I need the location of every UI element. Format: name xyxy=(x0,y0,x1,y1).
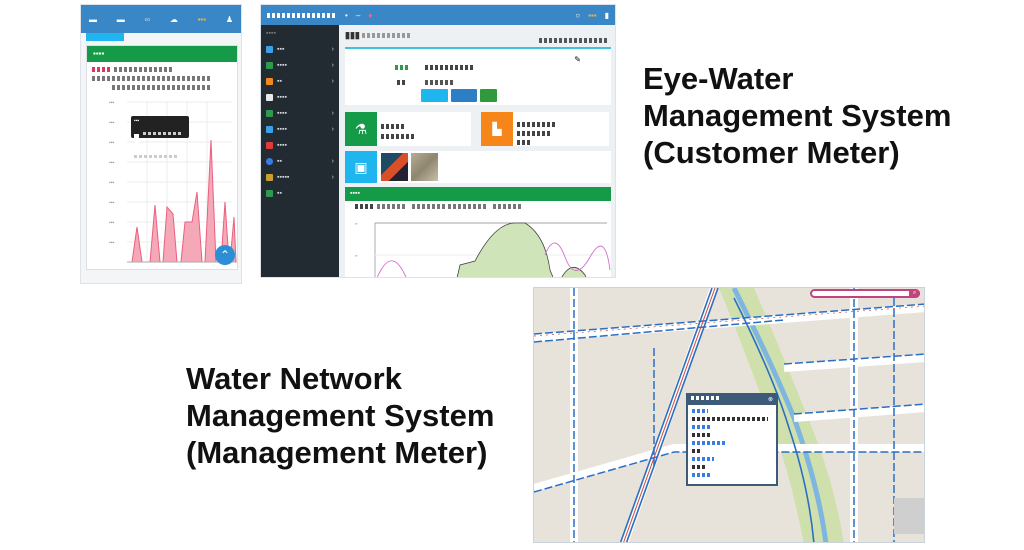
sidebar-item[interactable]: ▪▪▪▪ xyxy=(261,89,339,105)
map-search-input[interactable] xyxy=(810,289,920,298)
sidebar-item[interactable]: ▪▪▪▪› xyxy=(261,57,339,73)
stat-tile-flask[interactable]: ⚗ xyxy=(345,112,471,146)
tab-indicator[interactable] xyxy=(86,33,124,41)
sidebar-item[interactable]: ▪▪▪▪ xyxy=(261,137,339,153)
search-icon[interactable]: ○ xyxy=(575,10,581,20)
flask-icon: ⚗ xyxy=(345,112,377,146)
svg-text:▪▪▪: ▪▪▪ xyxy=(109,220,115,226)
pen-icon xyxy=(266,141,273,149)
scroll-top-button[interactable]: ⌃ xyxy=(215,245,235,265)
panel-title: ▪▪▪▪ xyxy=(345,187,611,201)
action-button-1[interactable] xyxy=(421,89,448,102)
chart-icon: ▙ xyxy=(481,112,513,146)
svg-text:▪▪▪: ▪▪▪ xyxy=(109,120,115,126)
image-icon: ▣ xyxy=(345,151,377,183)
link-icon[interactable]: ∞ xyxy=(144,14,151,24)
dashboard-main: ▮▮▮ ✎ ⚗ ▙ ▣ ▪▪▪▪ xyxy=(343,25,615,277)
network-meter-caption: Water Network Management System (Managem… xyxy=(186,360,494,471)
notify-icon[interactable]: ♦ xyxy=(368,10,373,20)
list-icon xyxy=(266,61,273,69)
mobile-header: ▬ ▬ ∞ ☁ ▪▪▪ ♟ xyxy=(81,5,241,33)
svg-text:▪▪▪: ▪▪▪ xyxy=(109,240,115,246)
sidebar-item[interactable]: ▪▪▪› xyxy=(261,41,339,57)
media-tile[interactable]: ▣ xyxy=(345,151,611,183)
mobile-app-screenshot: ▬ ▬ ∞ ☁ ▪▪▪ ♟ ▪▪▪▪ ▪▪▪▪▪▪▪▪▪▪▪▪ ▪▪▪▪▪▪▪▪… xyxy=(80,4,242,284)
sidebar-header: ▪▪▪▪ xyxy=(266,29,276,37)
sidebar-item[interactable]: ▪▪▪▪▪› xyxy=(261,169,339,185)
action-button-3[interactable] xyxy=(480,89,497,102)
chart-tooltip: ▪▪▪ xyxy=(131,116,189,159)
alert-badge[interactable]: ▪▪▪ xyxy=(588,10,597,20)
app-title xyxy=(267,12,337,18)
sidebar-item[interactable]: ▪▪› xyxy=(261,153,339,169)
circle-icon xyxy=(266,157,273,165)
sidebar-item[interactable]: ▪▪▪▪› xyxy=(261,121,339,137)
chart-filters xyxy=(87,62,237,97)
sidebar-item[interactable]: ▪▪ xyxy=(261,185,339,201)
chevron-up-icon: ⌃ xyxy=(219,248,231,262)
caption-line: (Customer Meter) xyxy=(643,135,900,170)
notification-badge[interactable]: ▪▪▪ xyxy=(197,14,207,24)
profile-panel: ✎ xyxy=(345,47,611,105)
menu-icon[interactable]: ▬ xyxy=(89,14,97,24)
customer-meter-caption: Eye-Water Management System (Customer Me… xyxy=(643,60,951,171)
svg-text:▪▪▪: ▪▪▪ xyxy=(109,160,115,166)
action-button-2[interactable] xyxy=(451,89,477,102)
dashboard-sidebar: ▪▪▪▪ ▪▪▪› ▪▪▪▪› ▪▪› ▪▪▪▪ ▪▪▪▪› ▪▪▪▪› ▪▪▪… xyxy=(261,25,339,277)
caption-line: Water Network xyxy=(186,361,402,396)
web-dashboard-screenshot: • – ♦ ○ ▪▪▪ ▮ ▪▪▪▪ ▪▪▪› ▪▪▪▪› ▪▪› ▪▪▪▪ ▪… xyxy=(260,4,616,278)
svg-text:▪▪▪: ▪▪▪ xyxy=(109,200,115,206)
svg-text:▪▪: ▪▪ xyxy=(355,221,358,226)
usage-chart-card: ▪▪▪▪ ▪▪▪ ▪▪▪ ▪▪▪ ▪▪▪ ▪▪▪ ▪▪▪ ▪▪▪ ▪▪▪ ▪▪▪ xyxy=(86,45,238,270)
doc-icon xyxy=(266,125,273,133)
bell-icon xyxy=(266,77,273,85)
caption-line: Management System xyxy=(643,98,952,133)
svg-text:▪▪▪: ▪▪▪ xyxy=(109,100,115,106)
chart-legend xyxy=(345,201,611,213)
edit-icon[interactable]: ✎ xyxy=(574,55,581,64)
feature-info-popup: ⊗ xyxy=(686,393,778,486)
search-icon[interactable]: ⌕ xyxy=(909,289,920,298)
dashboard-header: • – ♦ ○ ▪▪▪ ▮ xyxy=(261,5,615,25)
box-icon xyxy=(266,93,273,101)
svg-text:▪▪▪: ▪▪▪ xyxy=(109,140,115,146)
trend-chart-panel: ▪▪▪▪ ▪▪▪▪▪▪ xyxy=(345,187,611,277)
stat-tile-chart[interactable]: ▙ xyxy=(481,112,609,146)
card-title: ▪▪▪▪ xyxy=(87,46,237,62)
caption-line: Eye-Water xyxy=(643,61,794,96)
cloud-icon[interactable]: ☁ xyxy=(169,14,178,24)
close-icon[interactable]: ⊗ xyxy=(767,397,773,403)
thumbnail-2[interactable] xyxy=(411,153,438,181)
caption-line: (Management Meter) xyxy=(186,435,488,470)
user-icon[interactable]: ▮ xyxy=(604,10,609,20)
thumbnail-1[interactable] xyxy=(381,153,408,181)
menu-toggle-icon[interactable]: • xyxy=(345,10,348,20)
page-title: ▮▮▮ xyxy=(345,30,413,41)
user-icon xyxy=(266,189,273,197)
popup-header: ⊗ xyxy=(688,395,776,405)
breadcrumb[interactable] xyxy=(539,32,609,50)
sidebar-item[interactable]: ▪▪▪▪› xyxy=(261,105,339,121)
edit-icon xyxy=(266,45,273,53)
user-icon[interactable]: ♟ xyxy=(225,14,233,24)
svg-text:▪▪▪: ▪▪▪ xyxy=(109,180,115,186)
bar-icon xyxy=(266,109,273,117)
nav-icon[interactable]: ▬ xyxy=(116,14,125,24)
caption-line: Management System xyxy=(186,398,495,433)
magnet-icon xyxy=(266,173,273,181)
network-map-screenshot[interactable]: ⌕ ⊗ xyxy=(533,287,925,543)
trend-line-chart[interactable]: ▪▪▪▪▪▪ xyxy=(345,215,615,278)
collapse-icon[interactable]: – xyxy=(355,10,361,20)
sidebar-item[interactable]: ▪▪› xyxy=(261,73,339,89)
svg-text:▪▪: ▪▪ xyxy=(355,253,358,258)
